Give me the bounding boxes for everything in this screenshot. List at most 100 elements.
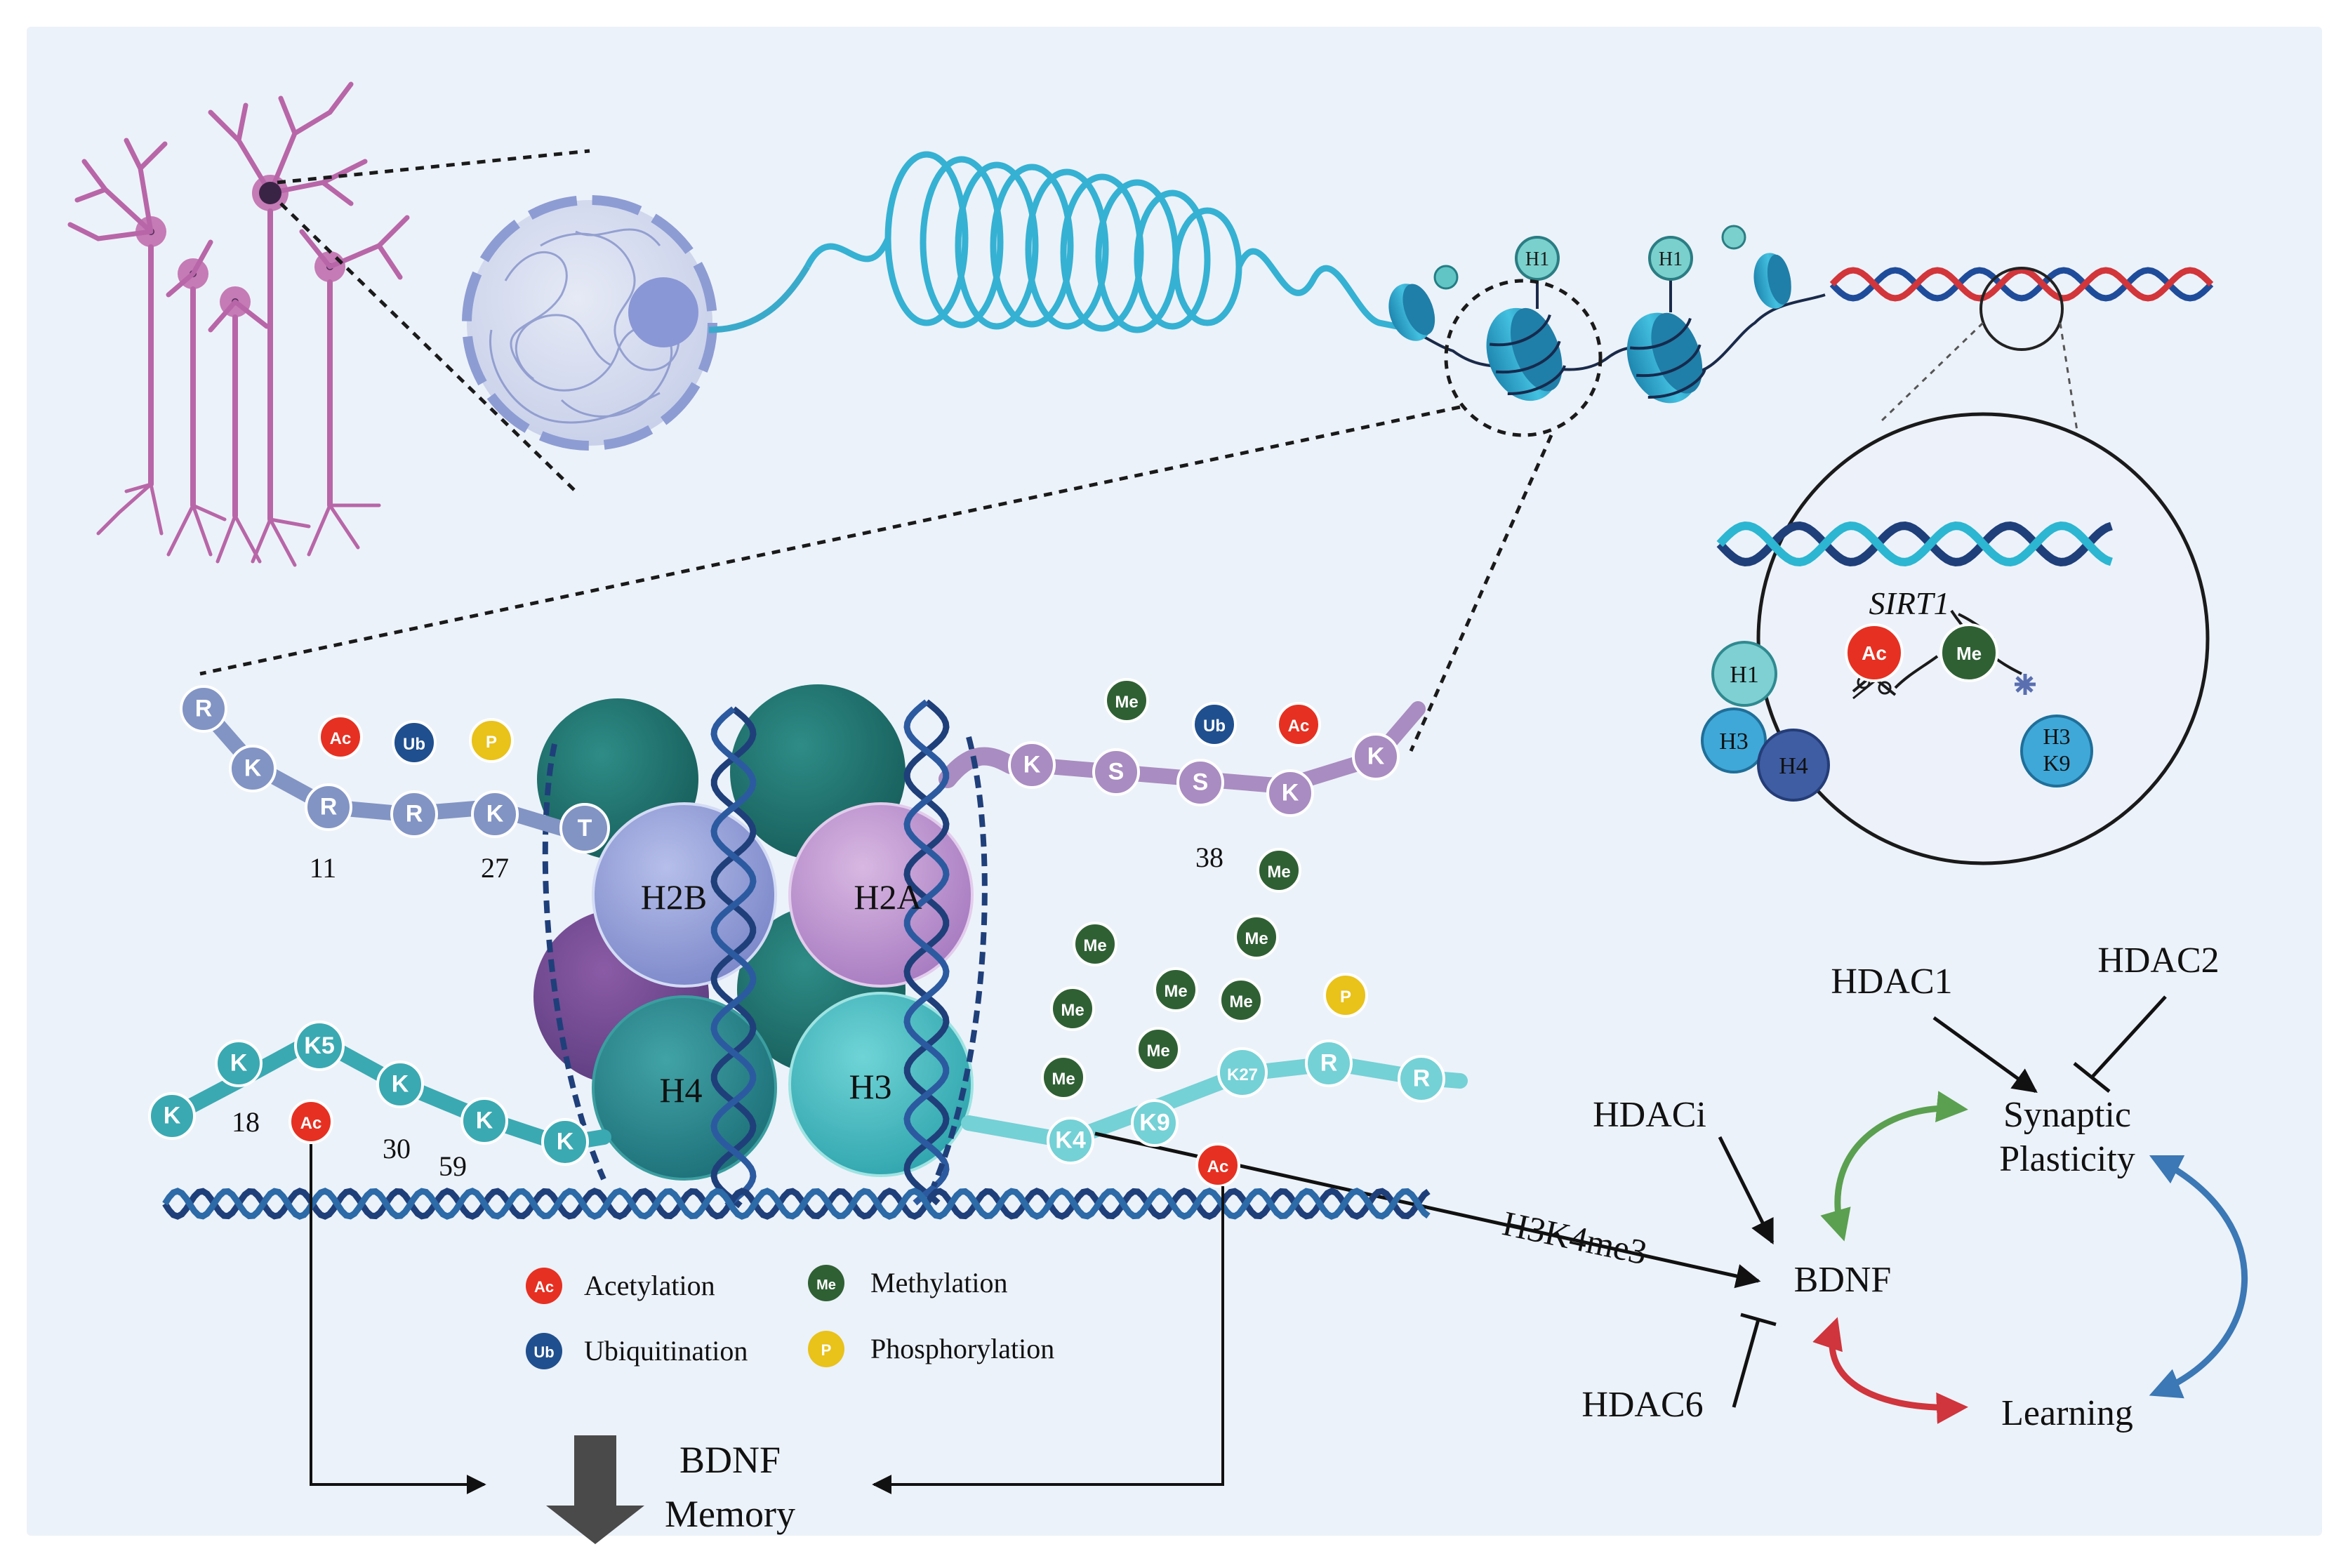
legend-acetylation: Ac Acetylation (526, 1268, 715, 1304)
bead-ac-2: Ac (1276, 702, 1321, 747)
inset-h1-label: H1 (1730, 662, 1759, 688)
svg-text:Me: Me (1083, 936, 1106, 955)
svg-text:Ac: Ac (330, 729, 352, 748)
bead-k-27: K (471, 790, 519, 838)
svg-text:K9: K9 (1139, 1110, 1169, 1136)
svg-text:K: K (1282, 780, 1299, 806)
nucleosome-dna-wrap (542, 699, 988, 1209)
zoom-circle-dna (1979, 267, 2064, 351)
inhibit-hdac6-bdnf (1732, 1319, 1760, 1408)
bead-me-4: Me (1073, 922, 1117, 966)
sirt1-inset (1701, 412, 2210, 865)
bead-k-1: K (229, 745, 277, 792)
svg-text:P: P (821, 1341, 832, 1359)
svg-text:Me: Me (1164, 982, 1187, 1001)
label-hdac2: HDAC2 (2097, 941, 2219, 981)
bead-me-2: Me (1041, 1055, 1086, 1100)
legend-ubiquitination: Ub Ubiquitination (526, 1333, 748, 1369)
svg-text:Ac: Ac (300, 1114, 322, 1133)
nucleosome-core (533, 684, 1020, 1181)
memory-down-arrow (546, 1435, 644, 1544)
bead-me-6: Me (1153, 967, 1198, 1012)
position-11: 11 (310, 852, 337, 884)
svg-text:Me: Me (1052, 1070, 1075, 1089)
legend-phosphorylation: P Phosphorylation (808, 1331, 1054, 1367)
bead-s-1: S (1092, 748, 1140, 796)
bead-k-5: K (148, 1092, 196, 1140)
bead-me-8: Me (1234, 915, 1279, 959)
label-plasticity: Plasticity (1999, 1139, 2135, 1179)
inset-ac-label: Ac (1862, 642, 1887, 664)
bead-k4: K4 (1047, 1117, 1094, 1164)
bead-k-6: K (215, 1039, 263, 1087)
label-hdaci: HDACi (1593, 1095, 1706, 1135)
svg-text:K4: K4 (1055, 1127, 1086, 1154)
histone-h2b-label: H2B (641, 877, 707, 917)
svg-text:R: R (195, 696, 213, 722)
histone-h4-label: H4 (659, 1070, 702, 1110)
arrow-synaptic-learning-blue (2149, 1155, 2248, 1399)
bead-k5: K5 (294, 1021, 345, 1071)
bead-r-3: R (390, 790, 438, 838)
nucleus-illustration (462, 195, 717, 451)
arrow-hdac1-to-synaptic (1932, 1016, 2038, 1094)
arrow-hdaci-to-bdnf (1718, 1136, 1775, 1245)
svg-text:K27: K27 (1227, 1065, 1258, 1084)
position-30: 30 (383, 1133, 411, 1164)
svg-text:K: K (244, 755, 262, 782)
svg-text:K: K (476, 1108, 493, 1134)
legend: Ac Acetylation Me Methylation Ub Ubiquit… (526, 1265, 1054, 1369)
svg-text:K: K (230, 1050, 248, 1077)
histone-h3-label: H3 (849, 1067, 891, 1106)
label-synaptic: Synaptic (2003, 1095, 2131, 1135)
bead-p-2: P (1323, 973, 1368, 1018)
dna-helix-bottom (162, 1188, 1431, 1220)
svg-text:P: P (1340, 988, 1351, 1006)
bead-ac-3: Ac (288, 1099, 333, 1144)
pathway-arrows (1718, 995, 2167, 1408)
arrow-bdnf-learning-red (1812, 1317, 1968, 1424)
bead-r-4: R (1305, 1039, 1353, 1087)
position-27: 27 (481, 852, 509, 884)
svg-text:S: S (1108, 759, 1125, 785)
svg-text:Phosphorylation: Phosphorylation (870, 1333, 1054, 1364)
inset-h3k9-bottom: K9 (2043, 750, 2070, 776)
output-bdnf: BDNF (679, 1439, 781, 1481)
svg-text:K: K (164, 1103, 181, 1129)
bead-k9: K9 (1131, 1099, 1179, 1147)
svg-text:Acetylation: Acetylation (584, 1270, 715, 1301)
bead-me-1: Me (1104, 678, 1149, 723)
sirt1-gene-label: SIRT1 (1869, 585, 1950, 621)
inset-h4-label: H4 (1779, 753, 1808, 779)
inset-h3-label: H3 (1719, 729, 1749, 755)
bead-k-8: K (460, 1097, 508, 1145)
dna-helix-top (1829, 267, 2214, 302)
label-bdnf: BDNF (1794, 1260, 1892, 1300)
bead-s-2: S (1176, 759, 1224, 806)
svg-text:Me: Me (1146, 1042, 1169, 1061)
arrow-bdnf-synaptic-green (1820, 1091, 1968, 1242)
bead-r-5: R (1398, 1055, 1445, 1103)
svg-text:K: K (392, 1071, 409, 1098)
svg-text:Ub: Ub (533, 1343, 554, 1361)
label-hdac6: HDAC6 (1581, 1385, 1703, 1425)
svg-text:S: S (1193, 769, 1209, 796)
legend-methylation: Me Methylation (808, 1265, 1008, 1301)
svg-text:Me: Me (1229, 992, 1252, 1011)
svg-text:K: K (1023, 752, 1041, 778)
svg-text:Me: Me (816, 1277, 836, 1293)
bead-me-7: Me (1219, 978, 1263, 1023)
bead-r-1: R (180, 685, 227, 733)
bead-t: T (559, 803, 610, 853)
position-18: 18 (232, 1106, 260, 1138)
inset-me-label: Me (1956, 643, 1982, 664)
histone-h2a-label: H2A (854, 877, 922, 917)
svg-text:Methylation: Methylation (870, 1267, 1008, 1298)
svg-text:R: R (320, 794, 338, 820)
svg-text:Me: Me (1061, 1001, 1084, 1020)
svg-text:K: K (557, 1129, 574, 1155)
inset-h3k9-top: H3 (2043, 724, 2070, 749)
